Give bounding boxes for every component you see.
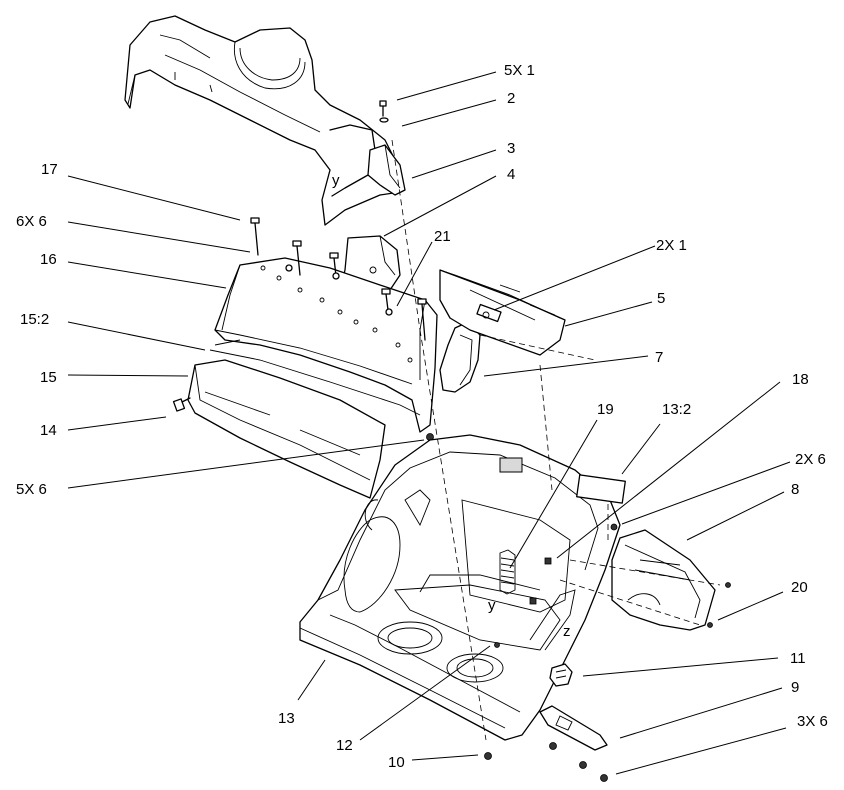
- alignment-mark-y-top: y: [332, 172, 340, 189]
- panel-bolts: [250, 217, 427, 341]
- callout-20: 20: [791, 579, 808, 596]
- callout-13: 13: [278, 710, 295, 727]
- alignment-mark-z: z: [563, 623, 571, 640]
- callout-7: 7: [655, 349, 663, 366]
- callout-2x6: 2X 6: [795, 451, 826, 468]
- side-plate-8: [611, 529, 716, 631]
- chute-housing: [124, 15, 401, 226]
- callout-10: 10: [388, 754, 405, 771]
- knob-11: [549, 663, 573, 687]
- callout-9: 9: [791, 679, 799, 696]
- callout-16: 16: [40, 251, 57, 268]
- callout-5x1: 5X 1: [504, 62, 535, 79]
- callout-2: 2: [507, 90, 515, 107]
- panel-holes: [260, 265, 413, 363]
- callout-4: 4: [507, 166, 515, 183]
- callout-2x1: 2X 1: [656, 237, 687, 254]
- nut-10: [484, 752, 492, 760]
- leader-lines: [67, 71, 791, 775]
- main-housing-13: [299, 434, 621, 741]
- nut-2x6: [610, 523, 618, 531]
- callout-labels: 5X 1 2 3 4 17 6X 6 21 2X 1 16 5 15:2 7 1…: [16, 62, 828, 771]
- callout-3x6: 3X 6: [797, 713, 828, 730]
- callout-11: 11: [790, 650, 806, 667]
- screw-20b: [707, 622, 713, 628]
- callout-15: 15: [40, 369, 57, 386]
- callout-19: 19: [597, 401, 614, 418]
- callout-3: 3: [507, 140, 515, 157]
- spring-19: [499, 549, 516, 595]
- callout-18: 18: [792, 371, 809, 388]
- assembly-lines: [391, 139, 721, 741]
- callout-15-2: 15:2: [20, 311, 49, 328]
- bolt-14: [172, 397, 191, 412]
- callout-21: 21: [434, 228, 451, 245]
- callout-8: 8: [791, 481, 799, 498]
- screw-20a: [725, 582, 731, 588]
- side-bracket-7: [439, 321, 481, 393]
- callout-5x6: 5X 6: [16, 481, 47, 498]
- control-plate-5: [439, 269, 566, 356]
- nut-12: [494, 642, 500, 648]
- callout-14: 14: [40, 422, 57, 439]
- label-13-2: [576, 474, 626, 504]
- scraper-bar: [187, 339, 421, 499]
- callout-5: 5: [657, 290, 665, 307]
- callout-17: 17: [41, 161, 58, 178]
- alignment-mark-y-bottom: y: [488, 597, 496, 614]
- callout-6x6: 6X 6: [16, 213, 47, 230]
- nuts-3x6: [549, 742, 608, 782]
- panel-16: [214, 257, 438, 433]
- callout-13-2: 13:2: [662, 401, 691, 418]
- bracket-9: [539, 705, 608, 751]
- callout-12: 12: [336, 737, 353, 754]
- top-bolt: [379, 100, 389, 123]
